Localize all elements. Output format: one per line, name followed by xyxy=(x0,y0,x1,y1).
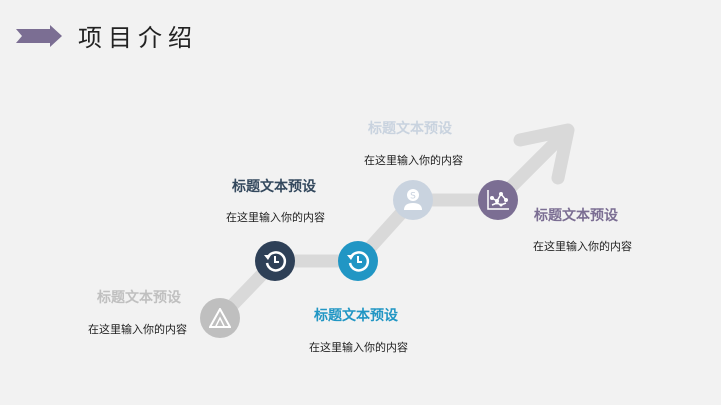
step-3-circle xyxy=(338,241,378,281)
step-2-circle xyxy=(255,241,295,281)
step-5-title: 标题文本预设 xyxy=(534,208,618,224)
svg-text:S: S xyxy=(410,192,416,202)
step-1-title: 标题文本预设 xyxy=(97,290,181,306)
step-4-title: 标题文本预设 xyxy=(368,121,452,137)
step-4-desc: 在这里输入你的内容 xyxy=(364,154,463,167)
money-person-icon: S xyxy=(404,189,422,210)
triangle-icon xyxy=(209,308,231,328)
history-icon xyxy=(264,251,287,272)
step-3-title: 标题文本预设 xyxy=(314,308,398,324)
step-1-desc: 在这里输入你的内容 xyxy=(88,323,187,336)
step-4-circle: S xyxy=(393,180,433,220)
step-2-title: 标题文本预设 xyxy=(232,179,316,195)
page-title: 项目介绍 xyxy=(78,24,198,52)
step-5-circle xyxy=(478,180,518,220)
step-3-desc: 在这里输入你的内容 xyxy=(309,341,408,354)
history-icon xyxy=(347,251,370,272)
header-arrow-icon xyxy=(16,25,62,47)
step-1-circle xyxy=(200,298,240,338)
line-chart-icon xyxy=(487,190,509,210)
step-2-desc: 在这里输入你的内容 xyxy=(226,211,325,224)
step-5-desc: 在这里输入你的内容 xyxy=(533,240,632,253)
